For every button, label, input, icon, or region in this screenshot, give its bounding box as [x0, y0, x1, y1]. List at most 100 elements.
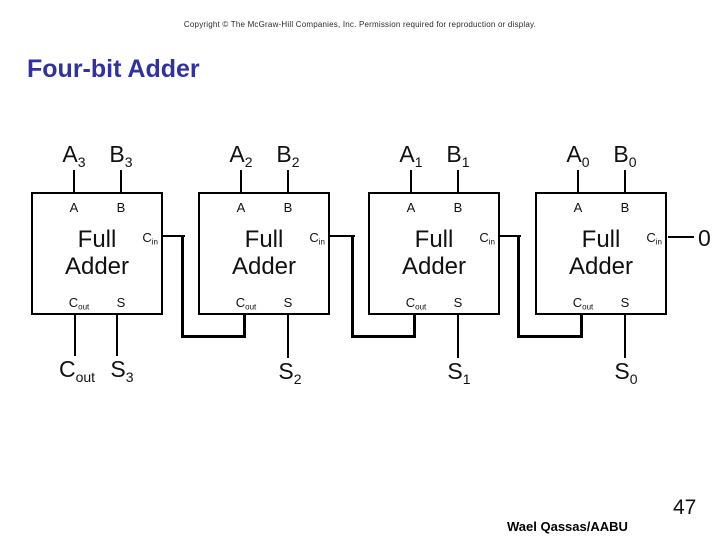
full-adder-name-line1: Full [581, 226, 621, 253]
full-adder-name-line2: Adder [64, 253, 130, 280]
port-s-label: S [116, 295, 126, 310]
signal-main: S [614, 358, 630, 384]
carry-wire-run-0to1 [517, 335, 583, 338]
carry-in-value-label: 0 [698, 225, 711, 251]
signal-main: A [229, 141, 245, 167]
port-cin-sub: in [655, 237, 662, 247]
output-label-cout: Cout [59, 358, 95, 384]
port-b-label: B [453, 200, 463, 215]
output-wire-s2 [287, 315, 289, 358]
carry-wire-cout0-drop [580, 315, 583, 338]
signal-sub: 3 [77, 153, 86, 170]
port-cin-main: C [479, 230, 489, 245]
signal-main: C [58, 356, 76, 382]
port-cin-sub: in [151, 237, 158, 247]
input-wire-a1 [410, 170, 412, 192]
signal-main: S [447, 358, 463, 384]
input-label-b1: B1 [446, 143, 469, 169]
input-wire-a0 [577, 170, 579, 192]
input-wire-b3 [120, 170, 122, 192]
input-label-b2: B2 [276, 143, 299, 169]
input-wire-b0 [624, 170, 626, 192]
port-cin-label: Cin [142, 231, 158, 246]
signal-main: S [110, 356, 126, 382]
carry-wire-riser-1to2 [351, 235, 354, 338]
input-label-b0: B0 [613, 143, 636, 169]
signal-sub: 3 [125, 368, 134, 385]
carry-in-wire [668, 236, 694, 238]
port-cout-sub: out [245, 302, 257, 312]
port-s-label: S [620, 295, 630, 310]
port-cout-sub: out [78, 302, 90, 312]
signal-sub: 0 [581, 153, 590, 170]
carry-wire-run-2to3 [181, 335, 246, 338]
full-adder-name-line1: Full [414, 226, 454, 253]
signal-main: A [399, 141, 415, 167]
port-cout-main: C [405, 295, 416, 310]
input-label-b3: B3 [109, 143, 132, 169]
output-label-s1: S1 [447, 360, 470, 386]
port-a-label: A [236, 200, 246, 215]
output-label-s2: S2 [278, 360, 301, 386]
signal-sub: 2 [291, 153, 300, 170]
copyright-text: Copyright © The McGraw-Hill Companies, I… [183, 20, 537, 29]
output-label-s3: S3 [110, 358, 133, 384]
carry-wire-run-1to2 [351, 335, 416, 338]
signal-sub: 2 [293, 370, 302, 387]
port-a-label: A [406, 200, 416, 215]
input-wire-a3 [73, 170, 75, 192]
port-cout-label: Cout [236, 296, 257, 311]
carry-wire-riser-2to3 [181, 235, 184, 338]
port-b-label: B [116, 200, 126, 215]
port-a-label: A [69, 200, 79, 215]
full-adder-name-line2: Adder [401, 253, 467, 280]
carry-wire-cin2-entry [329, 235, 355, 237]
port-cin-label: Cin [646, 231, 662, 246]
signal-main: B [276, 141, 292, 167]
port-cin-label: Cin [309, 231, 325, 246]
port-cin-main: C [309, 230, 319, 245]
signal-sub: 1 [414, 153, 423, 170]
port-cin-main: C [142, 230, 152, 245]
output-wire-s1 [457, 315, 459, 358]
signal-sub: out [75, 368, 96, 385]
full-adder-name-line1: Full [244, 226, 284, 253]
footer-author: Wael Qassas/AABU [507, 519, 628, 534]
output-wire-cout [74, 315, 76, 356]
port-cout-sub: out [582, 302, 594, 312]
carry-wire-cout1-drop [413, 315, 416, 338]
signal-sub: 2 [244, 153, 253, 170]
input-wire-a2 [240, 170, 242, 192]
signal-sub: 0 [629, 370, 638, 387]
input-label-a3: A3 [62, 143, 85, 169]
input-label-a0: A0 [566, 143, 589, 169]
signal-sub: 3 [124, 153, 133, 170]
port-cin-sub: in [488, 237, 495, 247]
carry-wire-riser-0to1 [517, 235, 520, 338]
port-cout-label: Cout [406, 296, 427, 311]
port-b-label: B [620, 200, 630, 215]
signal-main: B [109, 141, 125, 167]
signal-main: B [613, 141, 629, 167]
signal-main: A [566, 141, 582, 167]
page-number: 47 [673, 496, 697, 519]
port-cout-main: C [235, 295, 246, 310]
port-b-label: B [283, 200, 293, 215]
signal-main: A [62, 141, 78, 167]
carry-wire-cout2-drop [243, 315, 246, 338]
port-cin-label: Cin [479, 231, 495, 246]
port-cout-sub: out [415, 302, 427, 312]
port-cin-sub: in [318, 237, 325, 247]
input-wire-b2 [287, 170, 289, 192]
port-cin-main: C [646, 230, 656, 245]
port-s-label: S [283, 295, 293, 310]
port-cout-label: Cout [573, 296, 594, 311]
signal-sub: 0 [628, 153, 637, 170]
